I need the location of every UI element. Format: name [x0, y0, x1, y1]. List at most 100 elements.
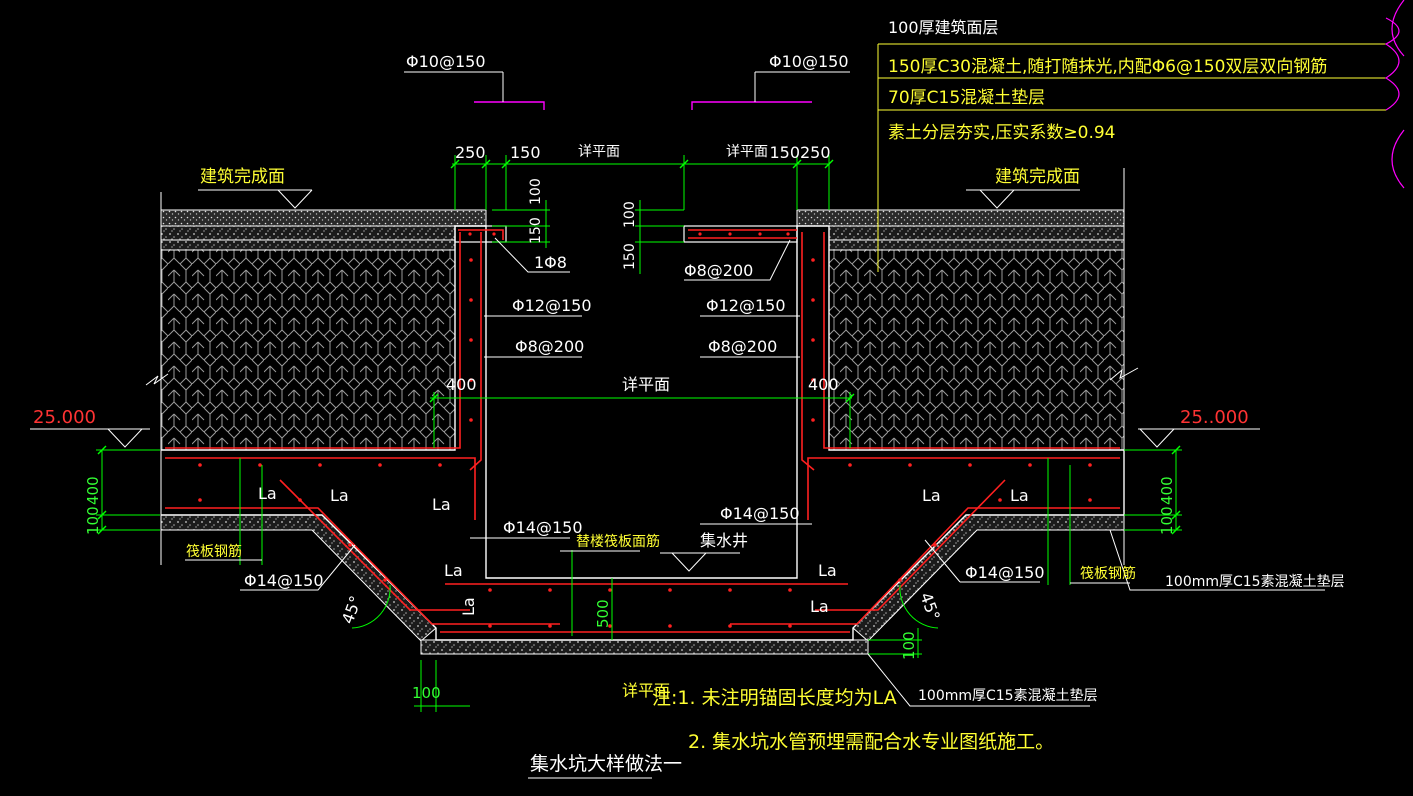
label-phi8-right: Φ8@200 — [708, 337, 777, 356]
dim-100-a: 100 — [528, 178, 544, 205]
see-plan-top-left: 详平面 — [578, 144, 620, 160]
elevation-left: 25.000 — [33, 407, 96, 428]
label-raft-top-bar: 替楼筏板面筋 — [576, 533, 660, 550]
label-la-7: La — [818, 561, 837, 580]
label-raft-bar-right: 筏板钢筋 — [1080, 565, 1136, 582]
dim-100-right-v: 100 — [1158, 506, 1176, 535]
label-raft-bar-left: 筏板钢筋 — [186, 543, 242, 560]
dim-400-right: 400 — [808, 375, 839, 394]
floor-pad-right — [828, 239, 1125, 251]
lid-slab-right — [683, 225, 798, 243]
layer-note-3: 70厚C15混凝土垫层 — [888, 88, 1045, 108]
break-mark-left — [145, 373, 169, 386]
dimension-lines — [96, 155, 1182, 712]
label-la-8: La — [459, 597, 478, 616]
rebar-raft-top-right — [807, 457, 1120, 520]
rebar-slope-left — [165, 507, 560, 625]
floor-finish-right — [796, 209, 1125, 227]
see-plan-bottom: 详平面 — [622, 681, 670, 700]
layer-note-2: 150厚C30混凝土,随打随抹光,内配Φ6@150双层双向钢筋 — [888, 57, 1327, 77]
dim-400-right-v: 400 — [1158, 476, 1176, 505]
dim-100-b: 100 — [622, 201, 638, 228]
finish-symbol-left — [198, 189, 313, 209]
label-la-2: La — [330, 486, 349, 505]
rebar-left-wall-outer — [165, 232, 461, 449]
leader-pad-right — [1109, 529, 1325, 591]
dim-250-right: 250 — [800, 143, 831, 162]
see-plan-top-right: 详平面 — [726, 144, 768, 160]
label-sump: 集水井 — [700, 531, 748, 550]
soil-fill-right — [828, 249, 1125, 451]
note-1: 注:1. 未注明锚固长度均为LA — [652, 687, 897, 709]
label-la-3: La — [432, 495, 451, 514]
rebar-dots — [198, 232, 1092, 628]
label-phi10-left: Φ10@150 — [406, 52, 486, 71]
leader-phi14-right-outer — [924, 539, 1040, 583]
leader-sump — [660, 552, 740, 572]
finish-symbol-right — [966, 189, 1080, 209]
dim-150-right: 150 — [769, 143, 800, 162]
label-la-9: La — [810, 597, 829, 616]
rebar-slope-right-upper — [815, 479, 1006, 611]
dim-150-a: 150 — [528, 217, 544, 244]
rebar-raft-top-left — [165, 457, 476, 520]
label-angle-left: 45° — [338, 593, 366, 626]
rebar-right-wall-outer — [823, 232, 1120, 449]
rebar-slope-left-upper — [279, 479, 470, 611]
layer-note-1: 100厚建筑面层 — [888, 18, 999, 37]
label-phi12-left: Φ12@150 — [512, 296, 592, 315]
layer-note-4: 素土分层夯实,压实系数≥0.94 — [888, 123, 1116, 143]
drawing-title: 集水坑大样做法一 — [530, 753, 682, 775]
dim-100-bottom-v: 100 — [900, 631, 918, 660]
dim-100-bottom-h: 100 — [412, 684, 441, 702]
leader-1phi8 — [494, 237, 570, 273]
section-mark-right — [691, 101, 812, 110]
label-phi8-left: Φ8@200 — [515, 337, 584, 356]
rebar-lid-right — [688, 229, 797, 239]
rebar-left-wall-inner — [469, 232, 482, 471]
label-phi14-right-outer: Φ14@150 — [965, 563, 1045, 582]
pit-bottom-pad — [420, 639, 869, 655]
dim-250-left: 250 — [455, 143, 486, 162]
label-angle-right: 45° — [916, 590, 944, 623]
leader-phi8-200-top — [684, 239, 791, 281]
label-la-6: La — [444, 561, 463, 580]
label-phi12-right: Φ12@150 — [706, 296, 786, 315]
floor-pad-left — [160, 239, 456, 251]
elev-symbol-right — [1138, 428, 1260, 448]
label-phi8-200-top: Φ8@200 — [684, 261, 753, 280]
dim-400-left-v: 400 — [84, 476, 102, 505]
label-phi14-left-outer: Φ14@150 — [244, 571, 324, 590]
soil-fill-left — [160, 249, 456, 451]
label-la-4: La — [922, 486, 941, 505]
leader-pad-bottom — [867, 653, 1090, 707]
label-pad-bottom: 100mm厚C15素混凝土垫层 — [918, 688, 1098, 704]
rebar-lid-left — [458, 229, 504, 240]
leader-phi14-left-outer — [240, 544, 356, 591]
see-plan-mid: 详平面 — [622, 375, 670, 394]
dim-400-left: 400 — [446, 375, 477, 394]
dim-150-b: 150 — [622, 243, 638, 270]
rebar-group — [165, 229, 1120, 633]
elevation-right: 25..000 — [1180, 407, 1249, 428]
label-pad-right: 100mm厚C15素混凝土垫层 — [1165, 574, 1345, 590]
label-finish-left: 建筑完成面 — [200, 167, 285, 187]
label-finish-right: 建筑完成面 — [995, 167, 1080, 187]
label-phi14-left-inner: Φ14@150 — [503, 518, 583, 537]
rebar-slope-right — [730, 507, 1120, 625]
dim-150-left: 150 — [510, 143, 541, 162]
label-1phi8: 1Φ8 — [534, 253, 567, 272]
layers-note: 100厚建筑面层 150厚C30混凝土,随打随抹光,内配Φ6@150双层双向钢筋… — [877, 0, 1405, 272]
rebar-right-wall-inner — [801, 232, 815, 471]
break-mark-right — [1109, 367, 1139, 381]
dim-100-left-v: 100 — [84, 506, 102, 535]
section-mark-left — [474, 101, 545, 110]
label-la-1: La — [258, 484, 277, 503]
label-phi14-right-inner: Φ14@150 — [720, 504, 800, 523]
note-2: 2. 集水坑水管预埋需配合水专业图纸施工。 — [688, 731, 1054, 753]
floor-slab-left — [160, 225, 456, 241]
label-phi10-right: Φ10@150 — [769, 52, 849, 71]
floor-slab-right — [828, 225, 1125, 241]
floor-finish-left — [160, 209, 487, 227]
